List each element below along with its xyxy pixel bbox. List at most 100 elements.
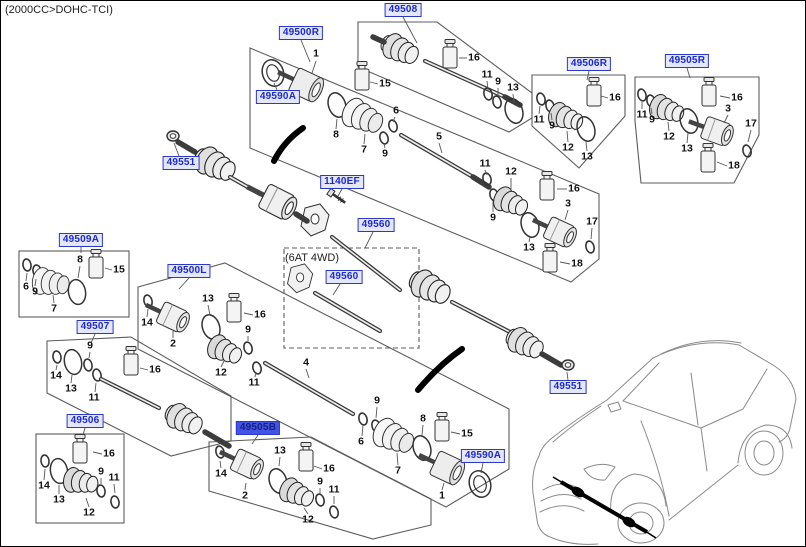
part-snap-ring [327,504,341,520]
callout-15: 15 [113,263,125,276]
part-inner-cv-joint [141,294,192,334]
callout-8: 8 [77,253,83,266]
callout-9: 9 [549,119,555,132]
part-grease-tube [88,249,104,279]
box-49505R [634,76,760,184]
part-bearing-bracket [287,263,314,294]
callout-17: 17 [745,117,757,130]
part-snap-ring [377,130,391,146]
part-label-49506R[interactable]: 49506R [566,57,612,71]
part-label-49509A[interactable]: 49509A [58,233,104,247]
part-label-49500R[interactable]: 49500R [278,26,324,40]
part-inner-cv-joint [241,175,300,223]
callout-13: 13 [681,142,693,155]
part-circlip [583,239,597,255]
part-label-49560[interactable]: 49560 [357,218,395,232]
part-snap-ring [635,87,649,103]
callout-8: 8 [420,412,426,425]
callout-13: 13 [202,292,214,305]
box-49505B [208,436,432,540]
part-snap-ring [21,257,33,273]
part-label-49551[interactable]: 49551 [162,156,200,170]
part-grease-tube [542,243,558,273]
vehicle-illustration [532,340,797,545]
part-label-49551[interactable]: 49551 [549,380,587,394]
part-label-49508[interactable]: 49508 [384,3,422,17]
callout-13: 13 [581,150,593,163]
callout-12: 12 [302,513,314,526]
box-49500R [249,47,600,283]
callout-11: 11 [533,113,545,126]
part-boot-band [61,347,85,377]
part-snap-ring [534,91,548,107]
callout-4: 4 [303,356,309,369]
box-6at-4wd [283,247,420,349]
part-label-49500L[interactable]: 49500L [167,264,211,278]
callout-16: 16 [609,91,621,104]
callout-13: 13 [53,493,65,506]
part-grease-tube [123,346,139,376]
callout-12: 12 [663,130,675,143]
callout-13: 13 [274,444,286,457]
part-label-49507[interactable]: 49507 [76,320,114,334]
part-label-49505R[interactable]: 49505R [664,54,710,68]
callout-16: 16 [323,462,335,475]
callout-17: 17 [586,215,598,228]
box-49506R [531,74,626,169]
callout-3: 3 [725,102,731,115]
part-grease-tube [72,434,88,464]
part-label-49590A[interactable]: 49590A [255,90,301,104]
part-grease-tube [539,171,555,201]
part-snap-ring [39,453,51,469]
callout-16: 16 [468,51,480,64]
callout-15: 15 [379,77,391,90]
part-label-49505B[interactable]: 49505B [235,421,281,435]
part-circlip [740,143,754,159]
callout-9: 9 [495,75,501,88]
callout-6: 6 [393,104,399,117]
callout-9: 9 [490,211,496,224]
callout-14: 14 [215,467,227,480]
part-snap-ring [109,494,121,510]
part-label-49506[interactable]: 49506 [66,414,104,428]
callout-12: 12 [215,366,227,379]
box-49500L [137,262,510,508]
part-grease-tube [434,412,450,442]
callout-9: 9 [87,339,93,352]
callout-14: 14 [50,369,62,382]
callout-13: 13 [65,382,77,395]
callout-11: 11 [479,157,491,170]
callout-16: 16 [149,363,161,376]
part-grease-tube [586,77,602,107]
callout-9: 9 [649,113,655,126]
part-joint-boot-assembly [376,28,424,70]
part-oil-seal [465,467,495,501]
part-snap-ring [51,349,63,365]
part-label-1140EF[interactable]: 1140EF [320,175,364,189]
box-49509A [18,250,130,318]
callout-12: 12 [505,165,517,178]
callout-14: 14 [141,316,153,329]
part-grease-tube [442,39,458,69]
callout-18: 18 [728,159,740,172]
callout-6: 6 [358,435,364,448]
callout-16: 16 [568,182,580,195]
variant-note: (6AT 4WD) [285,252,339,264]
part-label-49560[interactable]: 49560 [325,270,363,284]
callout-11: 11 [328,483,340,496]
callout-16: 16 [254,308,266,321]
callout-12: 12 [562,141,574,154]
part-snap-ring [356,411,370,427]
brush-stroke [271,125,306,164]
part-label-49590A[interactable]: 49590A [460,449,506,463]
diagram-title: (2000CC>DOHC-TCI) [5,4,113,16]
part-bolt [325,187,349,207]
brush-stroke [415,346,465,393]
callout-9: 9 [98,465,104,478]
callout-11: 11 [248,376,260,389]
callout-9: 9 [374,394,380,407]
part-grease-tube [354,61,370,91]
driveshaft-location-marker [552,476,657,539]
